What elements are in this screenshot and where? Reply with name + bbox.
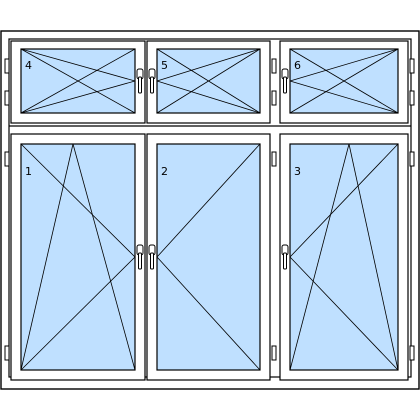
hinge-icon-3-a [409,151,415,167]
handle-icon-4-lever [138,76,142,94]
opening-line-1-0 [20,143,136,258]
pane-1[interactable]: 1 [4,133,146,381]
opening-line-6-1 [289,80,399,114]
pane-4[interactable]: 4 [4,40,146,124]
handle-icon-1-lever [138,252,142,270]
hinge-icon-4-b-shape [4,90,10,106]
handle-icon-2 [148,244,156,270]
pane-6[interactable]: 6 [279,40,415,124]
handle-icon-1 [136,244,144,270]
opening-line-3-0 [289,143,399,258]
handle-icon-2-lever [150,252,154,270]
handle-icon-5-lever [150,76,154,94]
panes-layer: 4 5 6 1 2 3 [4,40,415,381]
hinge-icon-2-b [271,345,277,361]
pane-number-3: 3 [294,165,301,178]
pane-5[interactable]: 5 [146,40,277,124]
handle-icon-5 [148,68,156,94]
hinge-icon-2-b-shape [271,345,277,361]
opening-line-4-0 [20,48,136,82]
handle-icon-3 [281,244,289,270]
opening-line-2-1 [156,256,261,371]
hinge-icon-1-b-shape [4,345,10,361]
hinge-icon-2-a-shape [271,151,277,167]
opening-line-6-0 [289,48,399,82]
hinge-icon-6-b [409,90,415,106]
hinge-icon-5-a-shape [271,58,277,74]
pane-number-4: 4 [25,59,32,72]
opening-line-3-3 [289,143,350,371]
opening-line-3-1 [289,256,399,371]
pane-number-2: 2 [161,165,168,178]
pane-2[interactable]: 2 [146,133,277,381]
opening-line-5-3 [156,48,261,114]
hinge-icon-1-b [4,345,10,361]
hinge-icon-6-b-shape [409,90,415,106]
hinge-icon-6-a-shape [409,58,415,74]
hinge-icon-3-b [409,345,415,361]
pane-number-6: 6 [294,59,301,72]
pane-number-1: 1 [25,165,32,178]
hinge-icon-6-a [409,58,415,74]
handle-icon-6-lever [283,76,287,94]
hinge-icon-4-a-shape [4,58,10,74]
opening-line-5-1 [156,80,261,114]
hinge-icon-5-b-shape [271,90,277,106]
glass-3 [289,143,399,371]
opening-line-1-2 [20,143,74,371]
handle-icon-6 [281,68,289,94]
hinge-icon-3-a-shape [409,151,415,167]
hinge-icon-5-b [271,90,277,106]
hinge-icon-4-a [4,58,10,74]
opening-line-6-3 [289,48,399,114]
glass-2 [156,143,261,371]
opening-line-5-0 [156,48,261,82]
glass-1 [20,143,136,371]
handle-icon-3-lever [283,252,287,270]
hinge-icon-1-a [4,151,10,167]
opening-line-2-0 [156,143,261,258]
hinge-icon-2-a [271,151,277,167]
hinge-icon-1-a-shape [4,151,10,167]
opening-line-3-2 [348,143,399,371]
hinge-icon-3-b-shape [409,345,415,361]
opening-line-1-3 [72,143,136,371]
pane-number-5: 5 [161,59,168,72]
hinge-icon-4-b [4,90,10,106]
hinge-icon-5-a [271,58,277,74]
opening-line-4-3 [20,48,136,114]
opening-line-4-1 [20,80,136,114]
handle-icon-4 [136,68,144,94]
opening-line-1-1 [20,256,136,371]
pane-3[interactable]: 3 [279,133,415,381]
